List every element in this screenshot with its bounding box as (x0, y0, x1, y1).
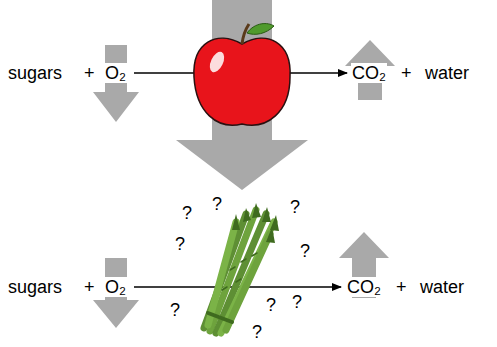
question-mark: ? (182, 203, 192, 223)
asparagus (204, 203, 279, 333)
plus-sign: + (84, 63, 95, 83)
plus-sign: + (84, 277, 95, 297)
question-mark: ? (292, 292, 302, 312)
co2-up-arrow (339, 232, 389, 298)
question-mark: ? (266, 295, 276, 315)
apple (194, 24, 290, 126)
question-mark: ? (252, 322, 262, 342)
reactant-label: O₂ (104, 63, 127, 83)
reaction-arrow (287, 72, 347, 74)
reactant-label: sugars (8, 63, 62, 83)
question-mark: ? (290, 197, 300, 217)
co2-up-arrow (345, 40, 395, 100)
plus-sign: + (396, 277, 407, 297)
product-label: water (420, 277, 464, 297)
oxygen-down-arrow (93, 258, 139, 328)
question-mark: ? (300, 241, 310, 261)
product-label: water (425, 63, 469, 83)
oxygen-down-arrow (93, 45, 139, 122)
big-down-arrow (176, 0, 308, 190)
product-label: CO₂ (351, 63, 387, 83)
reactant-label: sugars (8, 277, 62, 297)
question-mark: ? (170, 300, 180, 320)
reaction-line (134, 72, 194, 74)
question-mark: ? (175, 234, 185, 254)
reactant-label: O₂ (104, 277, 127, 297)
question-mark: ? (212, 194, 222, 214)
product-label: CO₂ (346, 277, 382, 297)
plus-sign: + (401, 63, 412, 83)
